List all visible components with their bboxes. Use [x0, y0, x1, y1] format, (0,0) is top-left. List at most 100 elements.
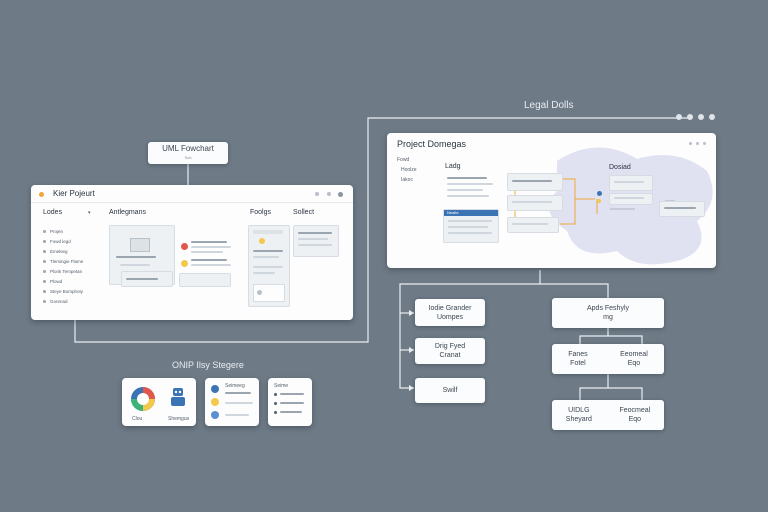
- tree-node-top[interactable]: Apds Feshyly mg: [552, 298, 664, 328]
- flow-node[interactable]: [659, 201, 705, 217]
- sidebar-item[interactable]: Emekieg: [43, 249, 68, 254]
- text-line: [280, 402, 304, 404]
- flow-node[interactable]: [507, 195, 563, 211]
- sidebar-item[interactable]: Gorenad: [43, 299, 68, 304]
- left-project-window[interactable]: Kier Pojeurt Lodes ▾ Antlegmans Foolgs S…: [31, 185, 353, 320]
- text-line: [280, 411, 302, 413]
- text-line: [225, 414, 249, 416]
- text-line: [298, 232, 332, 234]
- panel-box[interactable]: [253, 284, 285, 302]
- right-sidebar-item[interactable]: Fowd: [397, 157, 410, 163]
- bullet-icon: [43, 290, 46, 293]
- right-project-window[interactable]: Project Domegas Fowd Hoolze Iakoc Ladg N…: [387, 133, 716, 268]
- text-line: [253, 256, 279, 258]
- right-sidebar-item[interactable]: Hoolze: [401, 167, 417, 173]
- text-line: [253, 250, 283, 252]
- window-control-icon[interactable]: [327, 192, 331, 196]
- tree-node-middle-left: Fanes Fotel: [568, 351, 588, 367]
- bottom-card-2[interactable]: Seimeeg: [205, 378, 259, 426]
- list-bullet-icon: [274, 411, 277, 414]
- bullet-icon: [43, 240, 46, 243]
- window-control-icon[interactable]: [696, 142, 699, 145]
- bullet-icon: [43, 270, 46, 273]
- sidebar-item[interactable]: Plowd: [43, 279, 62, 284]
- text-line: [448, 232, 492, 234]
- card1-left-label: Clou: [132, 416, 143, 422]
- sidebar-item[interactable]: Projen: [43, 229, 63, 234]
- header-lodes: Lodes: [43, 209, 63, 216]
- detail-line: [126, 278, 158, 280]
- text-line: [447, 183, 493, 185]
- uml-flowchart-label[interactable]: UML Fowchart Sub: [148, 142, 228, 164]
- status-blue-icon: [597, 191, 602, 196]
- bullet-icon: [43, 250, 46, 253]
- text-line: [448, 226, 488, 228]
- text-line: [191, 251, 223, 253]
- uml-label-sub: Sub: [184, 155, 192, 160]
- sidebar-item[interactable]: Fowd legd: [43, 239, 71, 244]
- tree-node-bottom[interactable]: UIDLG Sheyard Feocmeal Eqo: [552, 400, 664, 430]
- status-yellow-icon: [181, 260, 188, 267]
- flow-node[interactable]: [609, 193, 653, 205]
- bottom-group-label: ONIP Ilsy Stegere: [172, 360, 244, 370]
- bottom-card-1[interactable]: Clou Shemgus: [122, 378, 196, 426]
- text-line: [447, 177, 487, 179]
- tree-node-grander[interactable]: Iodie Grander Uompes: [415, 299, 485, 326]
- sidebar-item[interactable]: Tlemingie Flame: [43, 259, 83, 264]
- panel-bar: [253, 230, 283, 234]
- window-control-icon[interactable]: [689, 142, 692, 145]
- tree-node-bottom-right: Feocmeal Eqo: [619, 407, 651, 423]
- bullet-icon: [43, 300, 46, 303]
- tree-node-swilf[interactable]: Swilf: [415, 378, 485, 403]
- control-dot-icon: [676, 114, 682, 120]
- text-line: [191, 246, 231, 248]
- flow-node[interactable]: [609, 175, 653, 191]
- control-dot-icon: [698, 114, 704, 120]
- window-controls-top[interactable]: [676, 114, 715, 120]
- right-column-label: Dosiad: [609, 164, 631, 171]
- text-line: [664, 207, 696, 209]
- status-yellow-icon: [597, 199, 601, 203]
- text-line: [253, 266, 283, 268]
- user-icon: [257, 290, 262, 295]
- text-line: [191, 259, 227, 261]
- text-line: [512, 223, 548, 225]
- right-sidebar-item[interactable]: Iakoc: [401, 177, 413, 183]
- highlight-label: Nealte: [447, 210, 459, 215]
- left-window-title: Kier Pojeurt: [53, 189, 95, 198]
- diagram-detail[interactable]: [121, 271, 173, 287]
- window-control-icon[interactable]: [338, 192, 343, 197]
- chevron-down-icon[interactable]: ▾: [88, 210, 91, 216]
- diagram-node[interactable]: [130, 238, 150, 252]
- bullet-icon: [43, 280, 46, 283]
- bullet-icon: [43, 230, 46, 233]
- window-control-icon[interactable]: [703, 142, 706, 145]
- foolgs-panel[interactable]: [248, 225, 290, 307]
- window-dot-icon: [39, 192, 44, 197]
- flow-node[interactable]: [507, 173, 563, 191]
- window-control-icon[interactable]: [315, 192, 319, 196]
- text-line: [191, 241, 227, 243]
- info-box[interactable]: [179, 273, 231, 287]
- header-antlegmans: Antlegmans: [109, 209, 146, 216]
- card3-title: Seime: [274, 383, 289, 389]
- flow-node[interactable]: [507, 217, 559, 233]
- text-line: [225, 392, 251, 394]
- sollect-panel[interactable]: [293, 225, 339, 257]
- text-line: [512, 201, 552, 203]
- sidebar-item[interactable]: Plonk Tempetan: [43, 269, 82, 274]
- decorative-blob: [549, 147, 713, 265]
- text-line: [298, 244, 332, 246]
- bottom-card-3[interactable]: Seime: [268, 378, 312, 426]
- highlight-panel[interactable]: Nealte: [443, 209, 499, 243]
- header-sollect: Sollect: [293, 209, 315, 216]
- tree-node-fyed[interactable]: Drig Fyed Cranat: [415, 338, 485, 364]
- tree-node-middle[interactable]: Fanes Fotel Eeomeal Eqo: [552, 344, 664, 374]
- control-dot-icon: [687, 114, 693, 120]
- text-line: [614, 197, 644, 199]
- header-foolgs: Foolgs: [250, 209, 272, 216]
- text-line: [191, 264, 231, 266]
- top-label: Legal Dolls: [524, 100, 574, 111]
- sidebar-item[interactable]: Steye Bomphoty: [43, 289, 83, 294]
